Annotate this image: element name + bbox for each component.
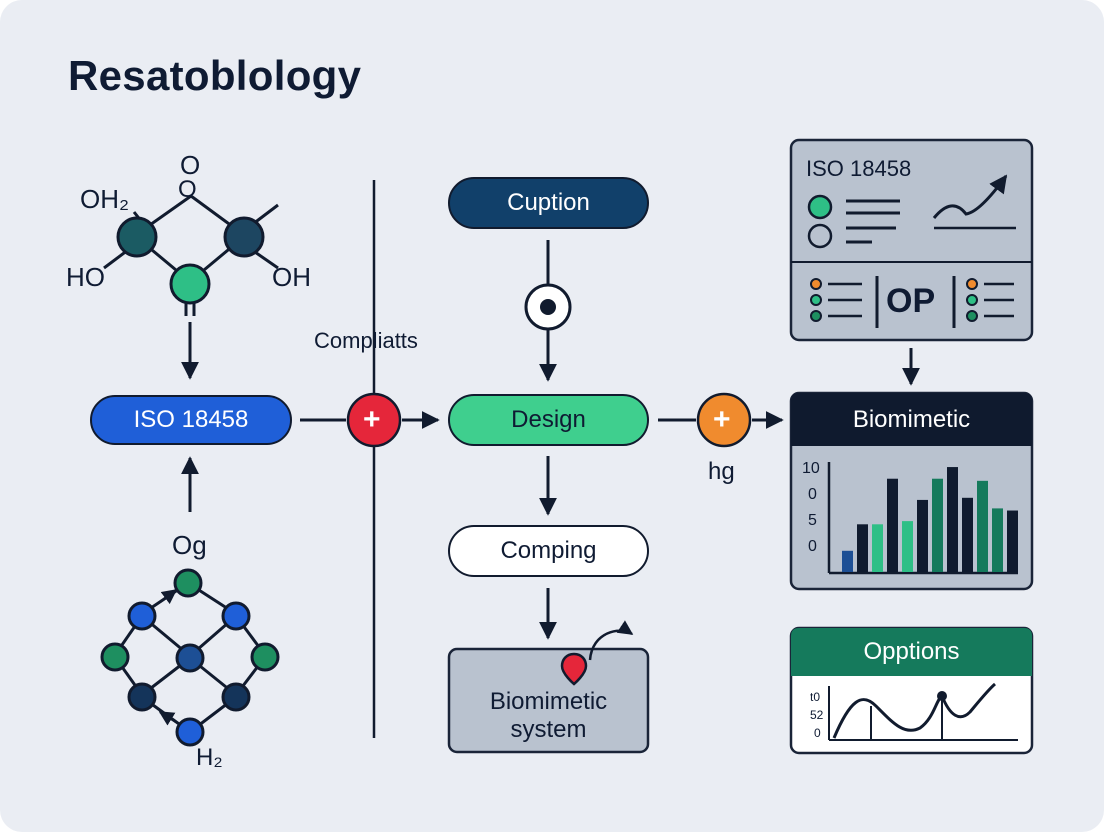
- options-header: Opptions: [863, 638, 960, 665]
- options-marker-dot: [937, 691, 947, 701]
- iso-panel: [789, 138, 1034, 342]
- chart-y-tick: 5: [808, 512, 817, 529]
- hg-label: hg: [708, 458, 735, 485]
- dot-orange: [810, 278, 822, 290]
- options-curve: [832, 682, 996, 739]
- chart-y-tick: 0: [808, 486, 817, 503]
- chart-header-bg: [791, 393, 1032, 446]
- atom-green: [100, 642, 130, 672]
- chart-bar: [962, 497, 973, 572]
- atom-navy: [175, 643, 205, 673]
- molecule-label-h2: H₂: [196, 744, 223, 771]
- plus-circle-red[interactable]: [346, 392, 402, 448]
- iso-panel-title: ISO 18458: [806, 156, 912, 181]
- atom-blue: [221, 601, 251, 631]
- pin-icon: [560, 652, 588, 686]
- status-dot-green: [807, 194, 833, 220]
- chart-bar: [902, 521, 913, 572]
- trend-up-icon: [932, 174, 1008, 219]
- atom-blue: [127, 601, 157, 631]
- molecule-label-og: Og: [172, 530, 207, 560]
- list-lines-icon: [846, 199, 900, 244]
- chart-bar: [992, 508, 1003, 572]
- atom-navy: [127, 682, 157, 712]
- chart-bar: [887, 478, 898, 572]
- dot-green: [966, 294, 978, 306]
- op-label: OP: [886, 282, 936, 320]
- chart-bar: [1007, 510, 1018, 572]
- page-title: Resatoblology: [68, 52, 362, 99]
- atom-navy: [116, 216, 158, 258]
- loop-arrow-icon: [588, 620, 634, 661]
- target-icon-dot: [540, 299, 556, 315]
- chart-bar: [857, 524, 868, 572]
- atom-green: [169, 263, 211, 305]
- atom-label-oh: OH: [272, 262, 311, 292]
- options-y-tick: 0: [814, 726, 821, 740]
- design-node[interactable]: Design: [448, 394, 649, 446]
- plus-orange-label: +: [713, 403, 731, 436]
- atom-navy: [221, 682, 251, 712]
- comping-node[interactable]: Comping: [448, 525, 649, 577]
- curved-arrow-icon: [158, 710, 177, 726]
- options-header-bg: [791, 628, 1032, 676]
- atom-label-oh2: OH₂: [80, 184, 130, 214]
- atom-blue: [175, 717, 205, 747]
- dot-teal: [810, 310, 822, 322]
- chart-header: Biomimetic: [852, 406, 971, 433]
- compliatts-label: Compliatts: [314, 328, 418, 353]
- atom-label-o: O: [180, 150, 201, 180]
- chart-bars: [842, 467, 1018, 572]
- atom-navy: [223, 216, 265, 258]
- system-box[interactable]: [447, 647, 650, 754]
- status-dot-empty: [807, 223, 833, 249]
- list-lines-icon: [984, 282, 1014, 318]
- chart-bar: [917, 499, 928, 572]
- chart-bar: [947, 467, 958, 572]
- iso-node[interactable]: ISO 18458: [90, 395, 292, 445]
- atom-label-o-ring: O: [178, 176, 197, 203]
- dot-teal: [966, 310, 978, 322]
- chart-y-tick: 0: [808, 538, 817, 555]
- chart-bar: [872, 524, 883, 572]
- chart-bar: [977, 480, 988, 572]
- chart-y-tick: 10: [802, 460, 820, 477]
- system-label: Biomimetic system: [489, 688, 608, 743]
- atom-label-ho: HO: [66, 262, 105, 292]
- atom-green: [173, 568, 203, 598]
- chart-bar: [842, 550, 853, 572]
- plus-circle-orange[interactable]: [696, 392, 752, 448]
- dot-orange: [966, 278, 978, 290]
- atom-green: [250, 642, 280, 672]
- dot-green: [810, 294, 822, 306]
- cuption-node[interactable]: Cuption: [448, 177, 649, 229]
- plus-red-label: +: [363, 403, 381, 436]
- list-lines-icon: [828, 282, 862, 318]
- chart-bar: [932, 478, 943, 572]
- options-y-tick: t0: [810, 690, 821, 704]
- options-y-tick: 52: [810, 708, 824, 722]
- curved-arrow-icon: [159, 589, 178, 605]
